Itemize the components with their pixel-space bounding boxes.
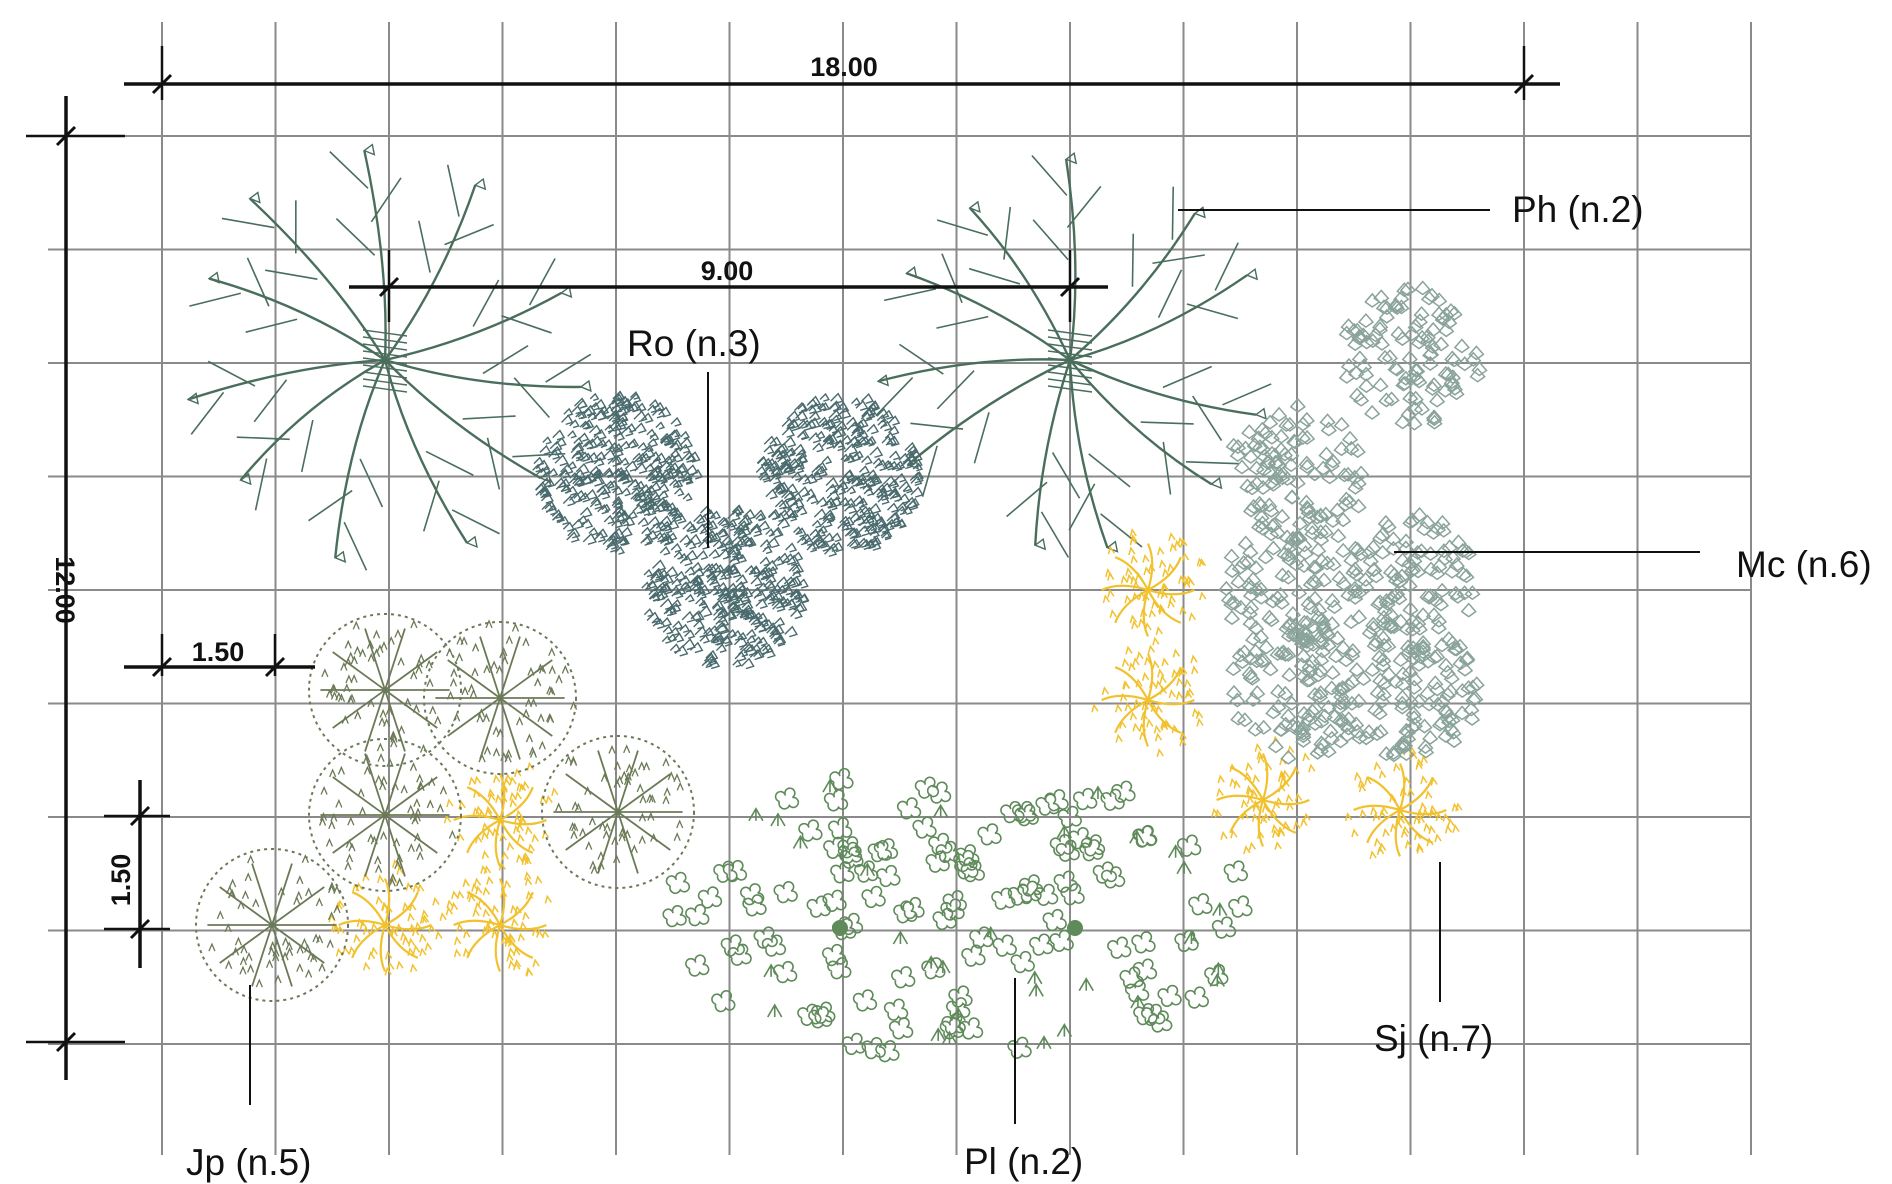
pl-center-dot	[832, 920, 848, 936]
sj-shrub	[445, 865, 552, 977]
label-mc: Mc (n.6)	[1736, 544, 1872, 585]
dim-grid-horizontal-label: 1.50	[192, 637, 245, 667]
dim-tick	[55, 1031, 77, 1053]
sj-shrub	[328, 858, 447, 976]
jp-shrub	[423, 619, 578, 775]
label-ph: Ph (n.2)	[1512, 189, 1644, 230]
dim-tick	[378, 276, 400, 298]
sj-shrub	[1211, 735, 1316, 855]
leader-lines	[249, 209, 1700, 1124]
label-ro: Ro (n.3)	[627, 323, 761, 364]
jp-shrub	[541, 735, 695, 889]
jp-shrub	[308, 613, 462, 767]
mc-shrub	[1332, 616, 1485, 763]
mc-shrub	[1338, 280, 1488, 431]
ro-shrub	[532, 390, 704, 555]
sj-shrub	[443, 761, 559, 874]
jp-shrub	[195, 848, 349, 1002]
mc-shrub	[1225, 397, 1370, 547]
dimension-lines	[26, 46, 1560, 1080]
jp-shrub	[308, 738, 462, 892]
ro-shrub	[641, 504, 810, 670]
dim-tree-spacing-label: 9.00	[701, 256, 754, 286]
ph-tree	[186, 143, 592, 571]
dim-tick	[264, 656, 286, 678]
label-pl: Pl (n.2)	[964, 1141, 1083, 1182]
dim-tick	[1513, 73, 1535, 95]
dim-tick	[151, 656, 173, 678]
ph-tree	[875, 152, 1272, 558]
dim-tick	[55, 125, 77, 147]
plant-symbols	[186, 143, 1488, 1063]
dim-tick	[1059, 276, 1081, 298]
sj-shrub	[1101, 528, 1207, 637]
dim-tick	[129, 918, 151, 940]
dim-tick	[129, 805, 151, 827]
dim-overall-width-label: 18.00	[810, 52, 878, 82]
label-sj: Sj (n.7)	[1374, 1018, 1493, 1059]
dim-overall-height-label: 12.00	[50, 556, 80, 624]
sj-shrub	[1344, 746, 1463, 860]
label-jp: Jp (n.5)	[186, 1142, 311, 1183]
sj-shrub	[1091, 636, 1204, 758]
mc-shrub	[1225, 616, 1372, 765]
dim-grid-vertical-label: 1.50	[106, 854, 136, 907]
pl-groundcover	[662, 767, 1253, 1063]
ro-shrub	[755, 392, 924, 558]
grid	[48, 22, 1752, 1155]
pl-center-dot	[1067, 920, 1083, 936]
dim-tick	[151, 73, 173, 95]
